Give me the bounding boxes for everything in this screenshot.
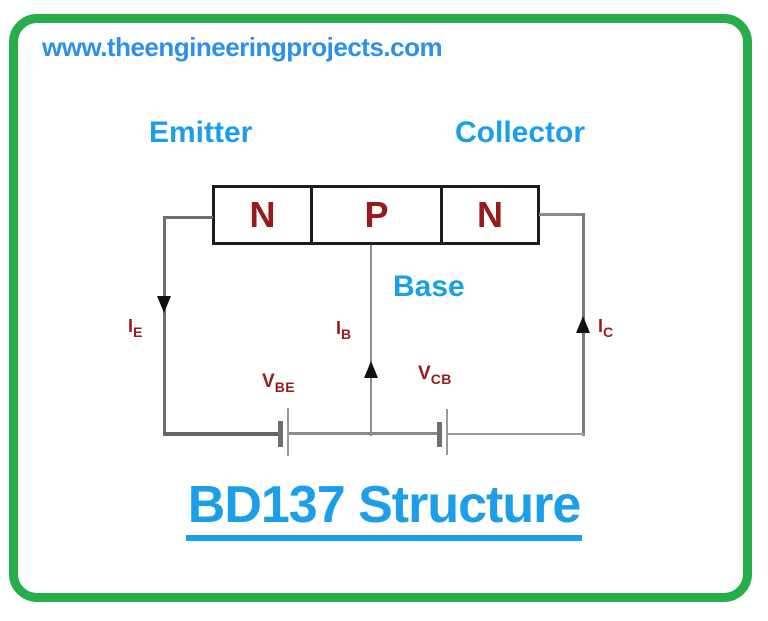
base-emitter-voltage-label: VBE: [262, 372, 295, 394]
ie-symbol: I: [128, 316, 134, 336]
title-container: BD137 Structure: [0, 476, 768, 542]
battery-vbe-negative-plate: [278, 421, 283, 447]
base-current-label: IB: [336, 319, 352, 341]
vcb-symbol: V: [418, 363, 431, 384]
collector-wire-horizontal: [539, 213, 585, 216]
green-border-frame: [9, 14, 752, 602]
ie-subscript: E: [133, 324, 143, 340]
base-current-arrow-up-icon: [364, 361, 378, 378]
region-n-collector: N: [477, 194, 503, 235]
ic-subscript: C: [603, 324, 614, 340]
vcb-subscript: CB: [430, 371, 452, 387]
base-wire-vertical: [370, 245, 372, 436]
collector-current-arrow-up-icon: [576, 316, 590, 333]
emitter-current-label: IE: [128, 317, 143, 339]
battery-vcb-negative-plate: [437, 422, 442, 447]
base-label: Base: [393, 270, 465, 303]
ib-symbol: I: [336, 318, 342, 338]
emitter-wire-horizontal: [163, 216, 213, 219]
page-title: BD137 Structure: [185, 476, 583, 542]
vbe-subscript: BE: [274, 379, 296, 395]
bottom-wire-right-segment: [448, 433, 585, 435]
emitter-label: Emitter: [149, 116, 253, 149]
region-p-base: P: [313, 188, 443, 242]
bottom-wire-middle-segment: [289, 432, 438, 435]
emitter-current-arrow-down-icon: [157, 296, 171, 313]
npn-region-box: N P N: [212, 185, 540, 245]
collector-label: Collector: [455, 116, 586, 149]
collector-current-label: IC: [598, 317, 614, 339]
collector-base-voltage-label: VCB: [418, 364, 452, 386]
battery-vcb-positive-plate: [446, 409, 448, 455]
website-url: www.theengineeringprojects.com: [42, 32, 443, 62]
ic-symbol: I: [598, 316, 604, 336]
bottom-wire-left-segment: [163, 432, 280, 436]
battery-vbe-positive-plate: [287, 408, 289, 456]
emitter-wire-vertical: [163, 216, 166, 436]
ib-subscript: B: [341, 326, 352, 342]
vbe-symbol: V: [262, 371, 275, 392]
region-n-emitter: N: [215, 188, 313, 242]
